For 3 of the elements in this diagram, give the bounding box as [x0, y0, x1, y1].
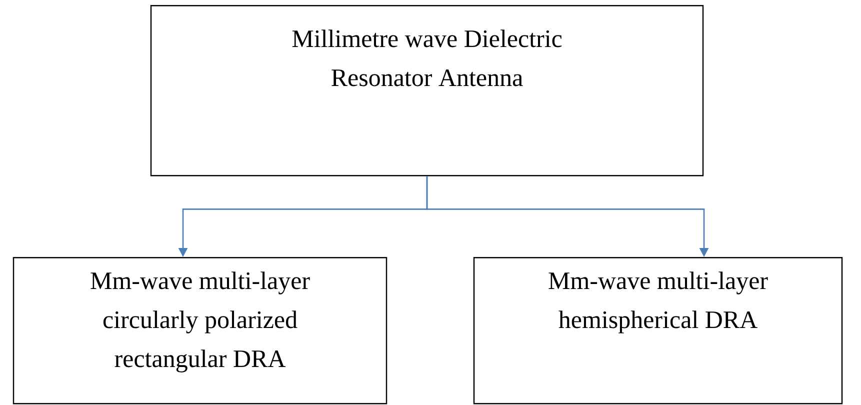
process-box: Mm-wave multi-layer circularly polarized rectangular DRA — [12, 257, 388, 404]
title-box: Millimetre wave Dielectric Resonator Antenna — [150, 5, 704, 176]
process-box: Mm-wave multi-layer hemispherical DRA — [473, 257, 843, 404]
